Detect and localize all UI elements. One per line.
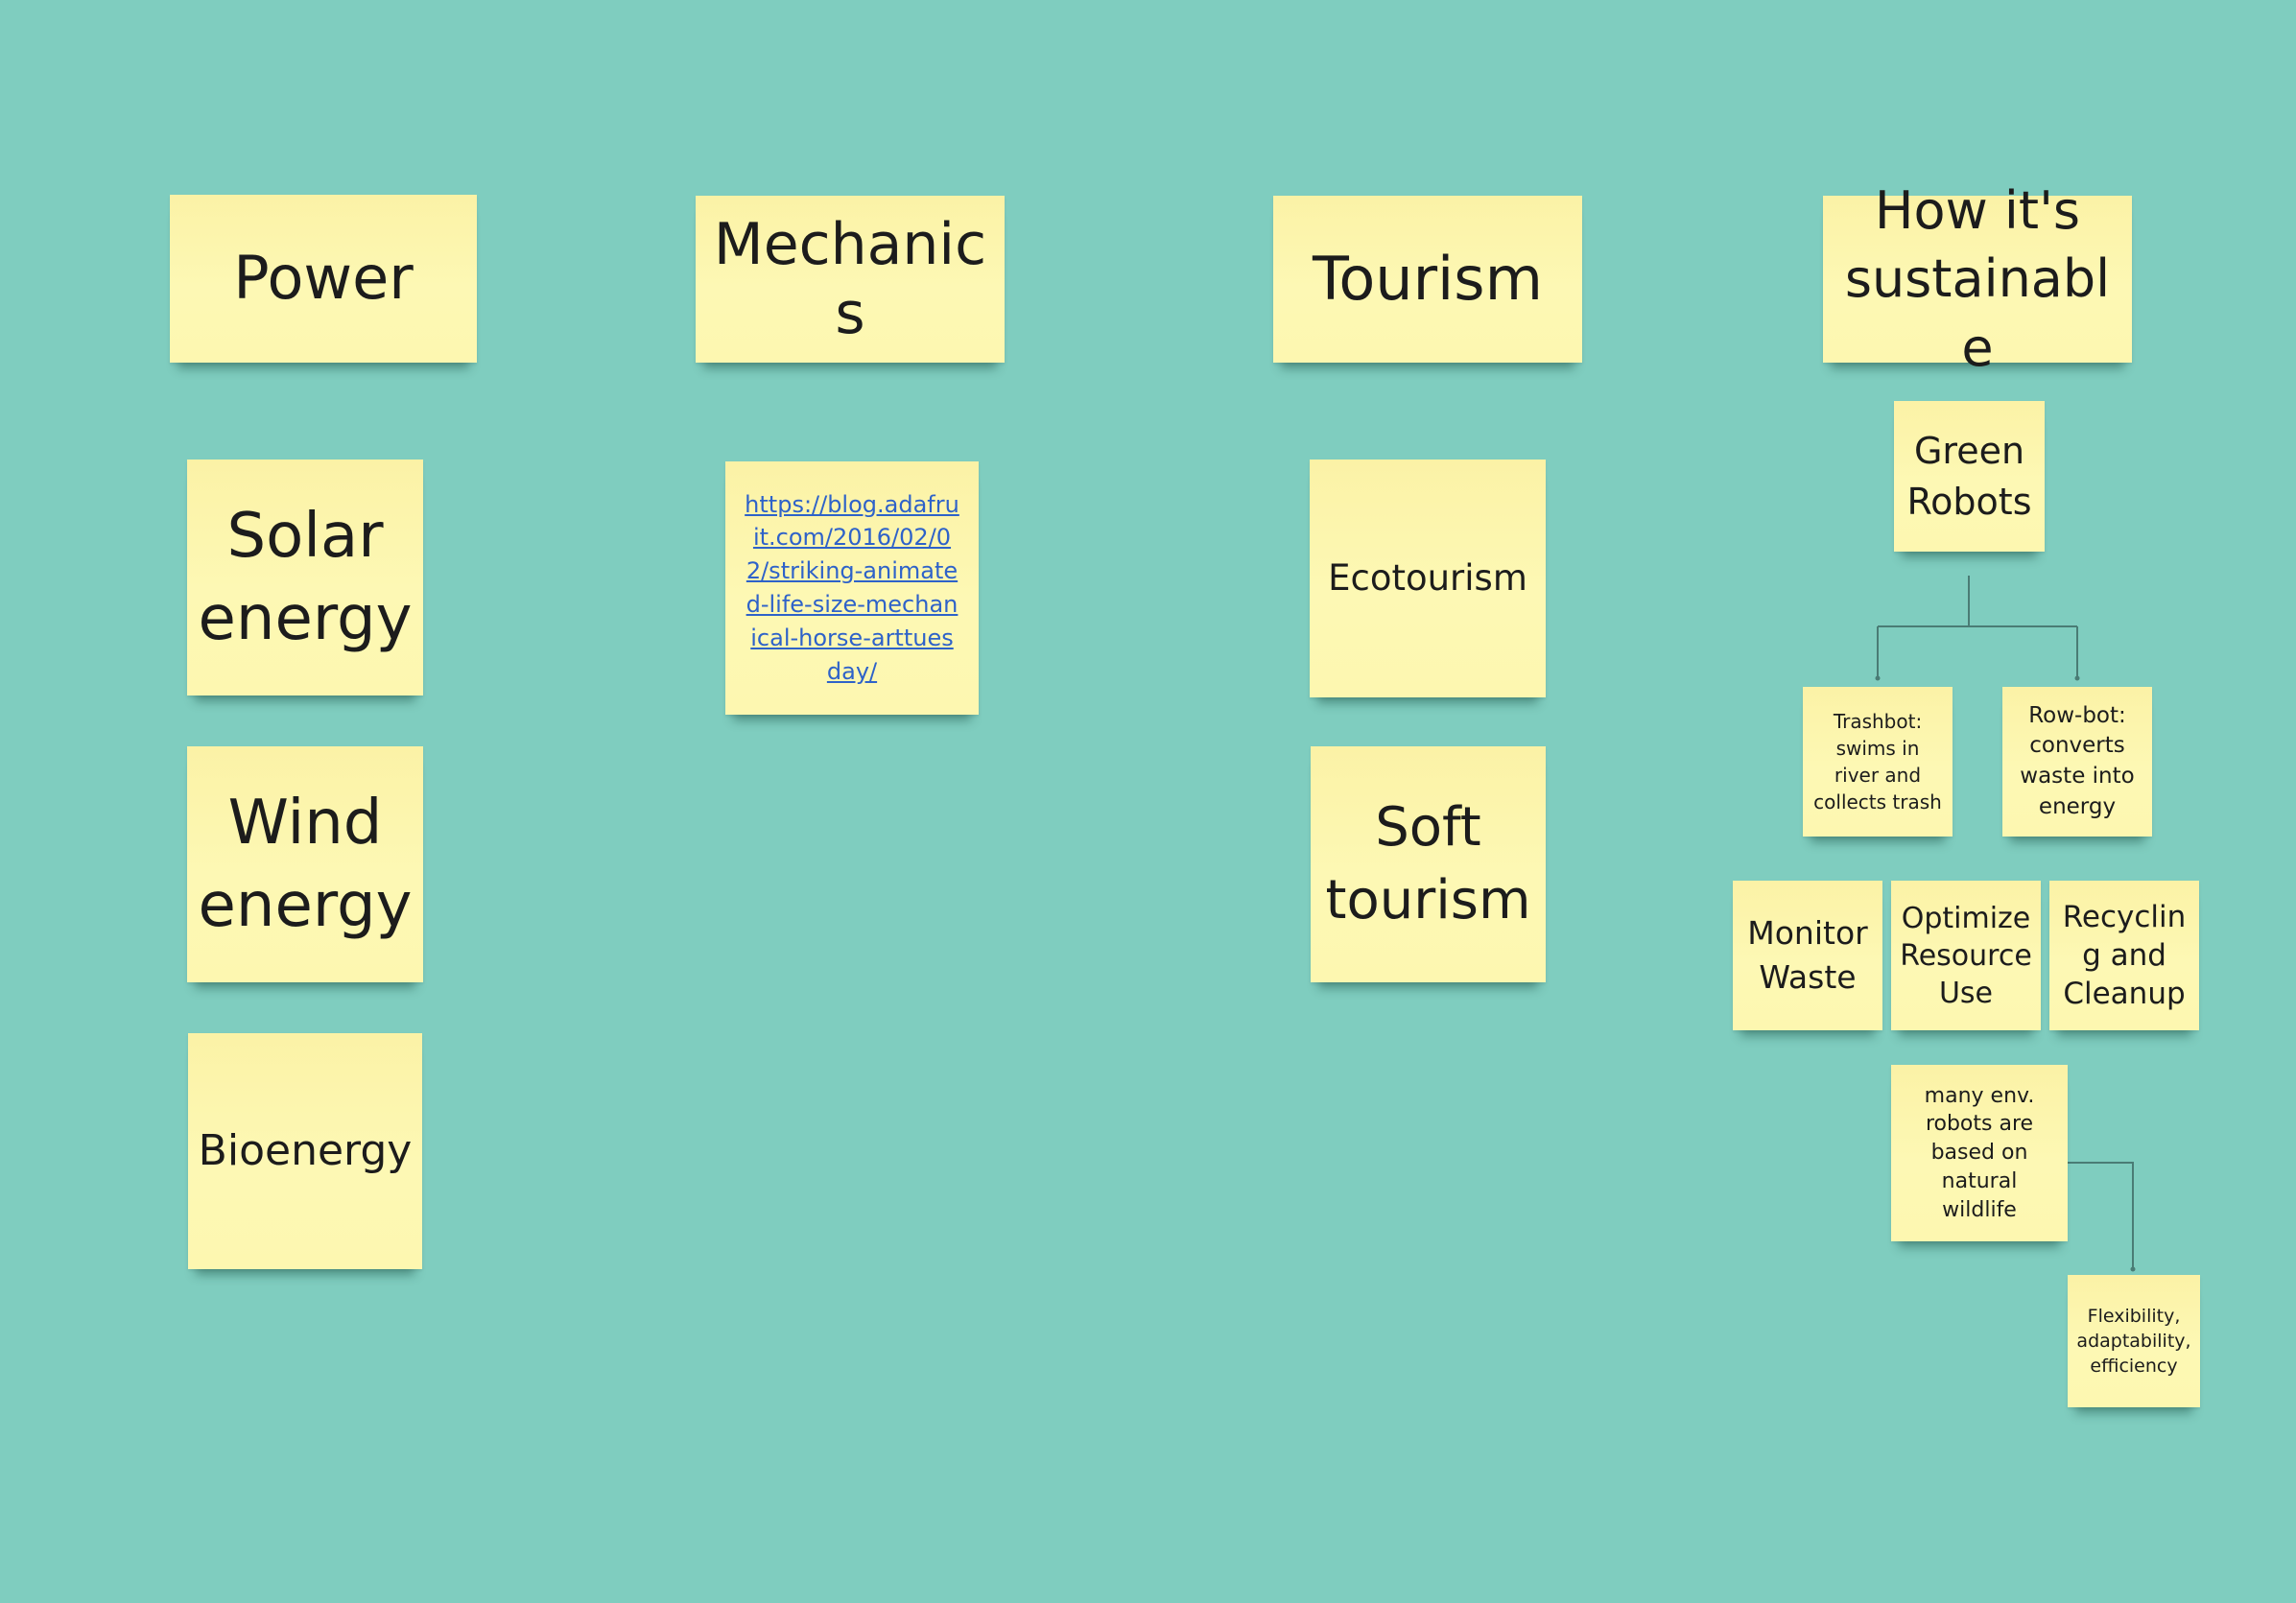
sticky-note-mechanics-header[interactable]: Mechanics bbox=[696, 196, 1005, 363]
sticky-note-flexibility[interactable]: Flexibility, adaptability, efficiency bbox=[2068, 1275, 2200, 1407]
sticky-note-rowbot[interactable]: Row-bot: converts waste into energy bbox=[2002, 687, 2152, 837]
connector-end-trashbot bbox=[1875, 675, 1881, 681]
connector-wildlife-to-flexibility bbox=[2068, 1162, 2134, 1268]
note-text: Soft tourism bbox=[1325, 796, 1531, 931]
note-text: Row-bot: converts waste into energy bbox=[2020, 702, 2135, 819]
note-text: many env. robots are based on natural wi… bbox=[1924, 1083, 2035, 1222]
note-text: Tourism bbox=[1313, 243, 1543, 314]
note-text: Solar energy bbox=[198, 500, 413, 654]
sticky-note-tourism-header[interactable]: Tourism bbox=[1273, 196, 1582, 363]
note-text: Recycling and Cleanup bbox=[2062, 899, 2187, 1012]
mechanical-horse-link[interactable]: https://blog.adafruit.com/2016/02/02/str… bbox=[745, 490, 959, 685]
sticky-note-green-robots[interactable]: Green Robots bbox=[1894, 401, 2045, 552]
connector-end-flexibility bbox=[2130, 1266, 2136, 1272]
sticky-note-wind-energy[interactable]: Wind energy bbox=[187, 746, 423, 982]
sticky-note-natural-wildlife[interactable]: many env. robots are based on natural wi… bbox=[1891, 1065, 2068, 1241]
sticky-note-sustainable-header[interactable]: How it's sustainable bbox=[1823, 180, 2132, 378]
sticky-note-trashbot[interactable]: Trashbot: swims in river and collects tr… bbox=[1803, 687, 1953, 837]
sticky-note-monitor-waste[interactable]: Monitor Waste bbox=[1733, 881, 1882, 1030]
sticky-note-power-header[interactable]: Power bbox=[170, 195, 477, 363]
sticky-note-mechanics-link[interactable]: https://blog.adafruit.com/2016/02/02/str… bbox=[725, 461, 979, 715]
note-text: Monitor Waste bbox=[1747, 914, 1868, 996]
connector-end-rowbot bbox=[2074, 675, 2080, 681]
sticky-note-recycling-cleanup[interactable]: Recycling and Cleanup bbox=[2049, 881, 2199, 1030]
note-text: Trashbot: swims in river and collects tr… bbox=[1813, 710, 1942, 813]
note-text: Mechanics bbox=[713, 211, 987, 347]
sticky-note-soft-tourism[interactable]: Soft tourism bbox=[1311, 746, 1546, 982]
note-text: Wind energy bbox=[198, 787, 413, 941]
sticky-note-bioenergy[interactable]: Bioenergy bbox=[188, 1033, 422, 1269]
note-text: Power bbox=[233, 243, 414, 314]
sticky-note-ecotourism[interactable]: Ecotourism bbox=[1310, 460, 1546, 697]
note-text: Ecotourism bbox=[1328, 556, 1527, 599]
note-text: Flexibility, adaptability, efficiency bbox=[2076, 1305, 2191, 1378]
note-text: Optimize Resource Use bbox=[1900, 901, 2032, 1010]
note-text: Green Robots bbox=[1906, 430, 2032, 523]
note-text: Bioenergy bbox=[198, 1125, 413, 1175]
sticky-note-solar-energy[interactable]: Solar energy bbox=[187, 460, 423, 695]
sticky-note-optimize-resource-use[interactable]: Optimize Resource Use bbox=[1891, 881, 2041, 1030]
note-text: How it's sustainable bbox=[1844, 180, 2111, 378]
